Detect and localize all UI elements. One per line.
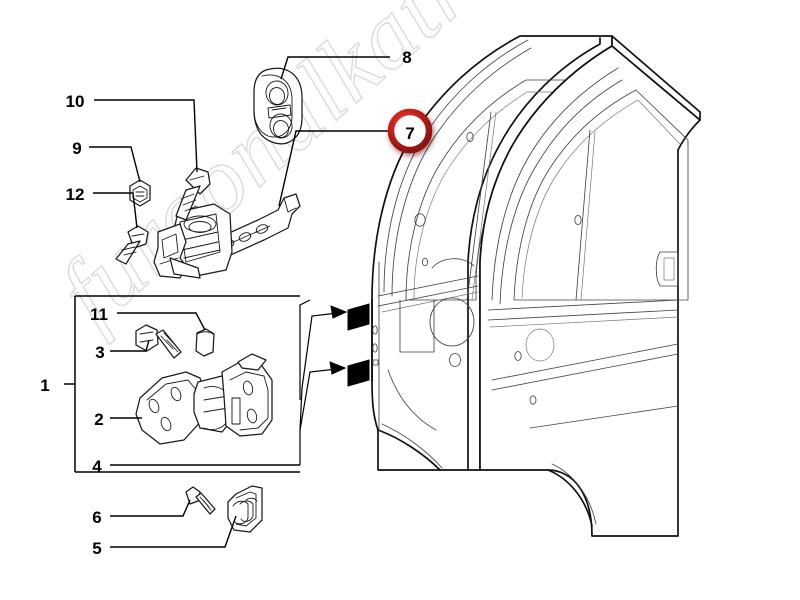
leader-4-arrow-stem (299, 299, 311, 400)
part-2-door-hinge-assembly (135, 353, 273, 445)
leader-4-arrow-lower (299, 311, 347, 431)
callout-7-highlight[interactable]: 7 (387, 108, 433, 154)
callout-label-11[interactable]: 11 (90, 305, 108, 324)
callout-7-ring (387, 108, 433, 154)
callout-label-3[interactable]: 3 (95, 343, 104, 362)
leader-12 (93, 192, 138, 229)
callout-label-12[interactable]: 12 (66, 185, 85, 204)
part-10-check-strap-bolt (175, 167, 211, 221)
arrowhead-lower (329, 361, 347, 375)
callout-label-5[interactable]: 5 (92, 539, 101, 558)
part-5-door-striker-bracket (227, 485, 263, 533)
part-12-hinge-pin-bolt (115, 225, 149, 265)
callout-label-8[interactable]: 8 (402, 48, 411, 67)
part-8-oval-blanking-cap (253, 67, 303, 145)
leader-7 (278, 130, 388, 207)
callout-label-2[interactable]: 2 (94, 410, 103, 429)
leader-9 (89, 146, 141, 183)
callout-labels: 1 2 3 4 5 6 8 9 10 11 12 (40, 48, 411, 558)
part-3-hinge-flange-bolt (135, 324, 182, 359)
leader-6 (110, 499, 191, 517)
callout-label-10[interactable]: 10 (66, 92, 85, 111)
part-7-door-check-strap (153, 193, 301, 279)
leader-11 (117, 312, 206, 331)
leader-8 (280, 56, 390, 80)
leader-4-arrow-upper (299, 367, 346, 465)
part-6-striker-screw (185, 486, 216, 515)
callout-label-7: 7 (405, 124, 414, 143)
callout-label-4[interactable]: 4 (92, 457, 102, 476)
rear-door-panel (479, 35, 701, 537)
leader-3 (110, 339, 150, 352)
leader-5 (110, 515, 237, 548)
part-11-bushing-pin (195, 328, 215, 357)
arrowhead-upper (330, 305, 348, 319)
callout-label-6[interactable]: 6 (92, 508, 101, 527)
callout-label-9[interactable]: 9 (72, 139, 81, 158)
leader-lines (64, 56, 390, 548)
callout-label-1[interactable]: 1 (40, 376, 49, 395)
leader-10 (94, 99, 198, 173)
